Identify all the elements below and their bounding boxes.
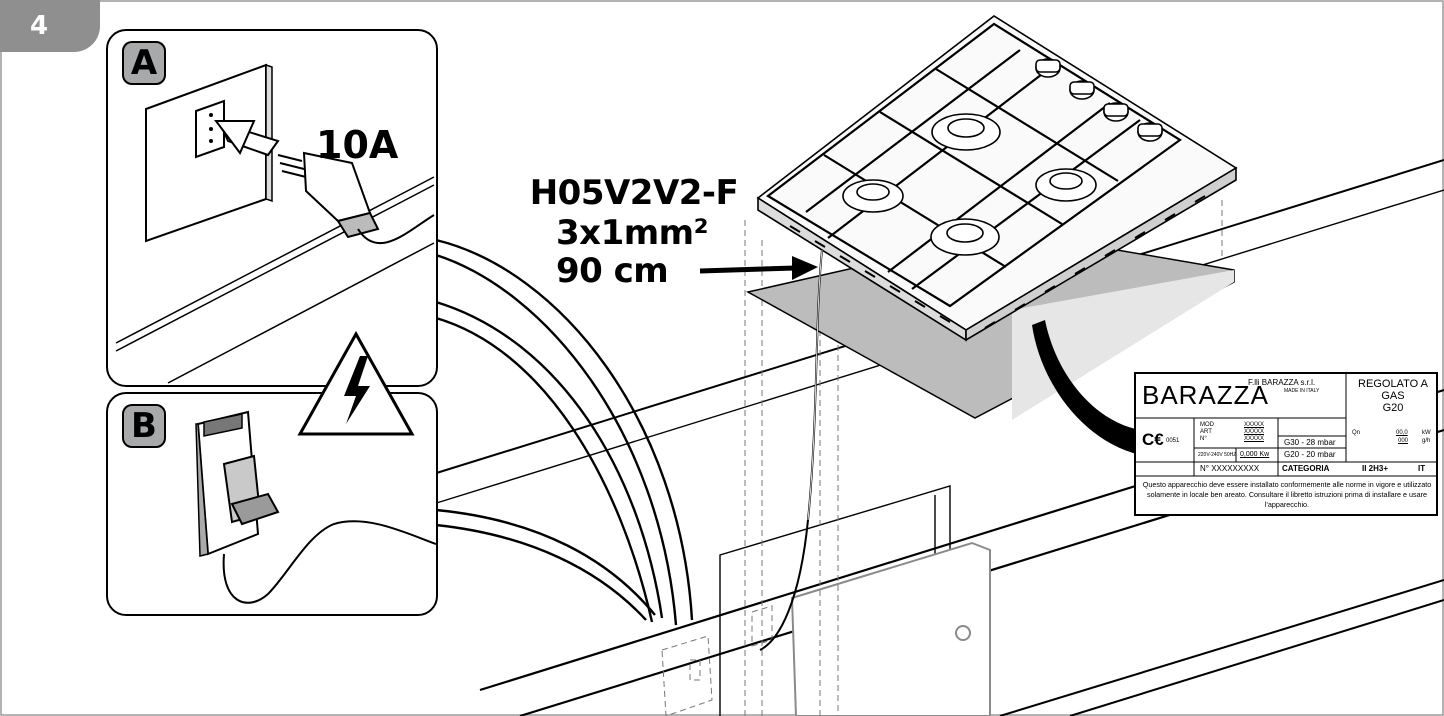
plate-qn-value: 00,0	[1396, 430, 1408, 436]
inset-a-letter: A	[122, 41, 166, 85]
plate-category-label: CATEGORIA	[1282, 464, 1330, 473]
plate-pressure-g30: G30 - 28 mbar	[1284, 438, 1336, 447]
plate-power: 0,000 Kw	[1240, 451, 1270, 458]
control-knobs	[1035, 58, 1163, 142]
plate-qn-label: Qn	[1352, 430, 1361, 436]
plate-regulated-gas: REGOLATO A GAS G20	[1358, 378, 1428, 414]
ce-mark: C€	[1142, 430, 1164, 449]
high-voltage-warning-icon	[297, 330, 415, 436]
rating-plate: BARAZZA F.lli BARAZZA s.r.l. MADE IN ITA…	[1134, 372, 1438, 516]
inset-b-letter: B	[122, 404, 166, 448]
plate-pressure-g20: G20 - 20 mbar	[1284, 450, 1336, 459]
plate-brand: BARAZZA	[1142, 380, 1269, 410]
gas-hob	[756, 15, 1238, 342]
inset-leader-curves	[435, 238, 694, 626]
inset-a-socket: A 10A	[106, 29, 438, 387]
plate-manufacturer: F.lli BARAZZA s.r.l.	[1248, 378, 1316, 387]
plate-serial: N° XXXXXXXXX	[1200, 464, 1260, 473]
plate-field-values: XXXXX XXXXX XXXXX	[1243, 422, 1264, 442]
inset-b-switch: B	[106, 392, 438, 616]
step-number-badge: 4	[0, 0, 100, 52]
ce-number: 0051	[1166, 438, 1180, 444]
plate-disclaimer: Questo apparecchio deve essere installat…	[1142, 480, 1432, 509]
socket-plug-drawing	[115, 63, 435, 384]
cable-arrow	[699, 256, 818, 280]
plate-gh-value: 000	[1398, 438, 1409, 444]
plate-callout-curve	[1032, 320, 1140, 455]
plate-category-value: II 2H3+	[1362, 464, 1389, 473]
plate-electrical: 220V-240V 50HZ	[1198, 452, 1237, 458]
plug	[277, 151, 380, 239]
rating-plate-grid	[1136, 374, 1436, 477]
plate-made-in: MADE IN ITALY	[1284, 388, 1320, 394]
plate-field-labels: MOD ART N°	[1200, 422, 1214, 442]
cable-section-label: 3x1mm²	[556, 213, 709, 253]
cable-length-label: 90 cm	[556, 251, 669, 291]
plate-gh-unit: g/h	[1422, 438, 1431, 444]
plate-country: IT	[1418, 464, 1426, 473]
plate-qn-unit: kW	[1422, 430, 1431, 436]
cable-type-label: H05V2V2-F	[529, 173, 739, 213]
cabinet-door	[790, 541, 991, 716]
current-rating-label: 10A	[316, 123, 399, 167]
